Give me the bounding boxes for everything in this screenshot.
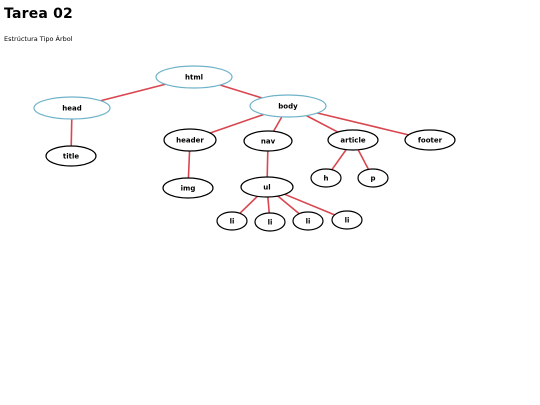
- node-body-label: body: [278, 103, 298, 111]
- node-img: img: [162, 177, 214, 199]
- node-head-label: head: [62, 105, 81, 113]
- edge-body-header: [209, 113, 264, 134]
- node-li2: li: [254, 212, 286, 232]
- page-title: Tarea 02: [4, 6, 73, 22]
- node-h-label: h: [324, 175, 329, 183]
- node-h-shape: [310, 168, 342, 188]
- edge-article-h: [331, 149, 347, 171]
- node-p-label: p: [370, 175, 375, 183]
- node-li4-label: li: [345, 217, 350, 225]
- node-title-shape: [45, 145, 97, 167]
- tree-edges: [70, 83, 409, 216]
- edge-article-p: [357, 149, 370, 170]
- node-head: head: [33, 96, 111, 120]
- node-footer-label: footer: [418, 137, 443, 145]
- node-footer-shape: [404, 129, 456, 151]
- edge-body-footer: [317, 112, 409, 136]
- edge-ul-li2: [267, 196, 271, 214]
- node-img-label: img: [181, 185, 196, 193]
- node-body: body: [249, 94, 327, 118]
- node-html: html: [155, 65, 233, 89]
- edge-header-img: [187, 150, 191, 179]
- edge-html-head: [100, 83, 166, 102]
- node-img-shape: [162, 177, 214, 199]
- node-li3: li: [292, 211, 324, 231]
- edge-head-title: [70, 118, 73, 147]
- node-li3-label: li: [306, 218, 311, 226]
- edge-nav-ul: [266, 150, 269, 178]
- edge-body-nav: [272, 116, 283, 132]
- node-html-shape: [155, 65, 233, 89]
- node-li4: li: [331, 210, 363, 230]
- node-ul: ul: [240, 176, 294, 198]
- node-nav-shape: [243, 130, 293, 152]
- node-title-label: title: [63, 153, 79, 161]
- node-article: article: [327, 129, 379, 151]
- node-li4-shape: [331, 210, 363, 230]
- node-li1-label: li: [230, 218, 235, 226]
- node-footer: footer: [404, 129, 456, 151]
- edge-ul-li1: [239, 195, 258, 214]
- edge-html-body: [219, 84, 263, 99]
- edge-ul-li3: [277, 195, 300, 215]
- node-nav-label: nav: [261, 138, 276, 146]
- node-li2-shape: [254, 212, 286, 232]
- node-body-shape: [249, 94, 327, 118]
- edge-ul-li4: [284, 193, 335, 216]
- node-html-label: html: [185, 74, 203, 82]
- node-li1-shape: [216, 211, 248, 231]
- node-li2-label: li: [268, 219, 273, 227]
- node-ul-shape: [240, 176, 294, 198]
- node-header-label: header: [176, 137, 204, 145]
- page-subtitle: Estrúctura Tipo Árbol: [4, 35, 73, 43]
- node-article-shape: [327, 129, 379, 151]
- node-li3-shape: [292, 211, 324, 231]
- node-header: header: [163, 128, 217, 152]
- node-nav: nav: [243, 130, 293, 152]
- node-p: p: [357, 168, 389, 188]
- edge-body-article: [306, 114, 339, 133]
- node-header-shape: [163, 128, 217, 152]
- tree-nodes: html head body title header nav article footer i…: [33, 65, 456, 232]
- node-li1: li: [216, 211, 248, 231]
- node-p-shape: [357, 168, 389, 188]
- node-title: title: [45, 145, 97, 167]
- node-h: h: [310, 168, 342, 188]
- node-ul-label: ul: [263, 184, 270, 192]
- node-head-shape: [33, 96, 111, 120]
- node-article-label: article: [340, 137, 365, 145]
